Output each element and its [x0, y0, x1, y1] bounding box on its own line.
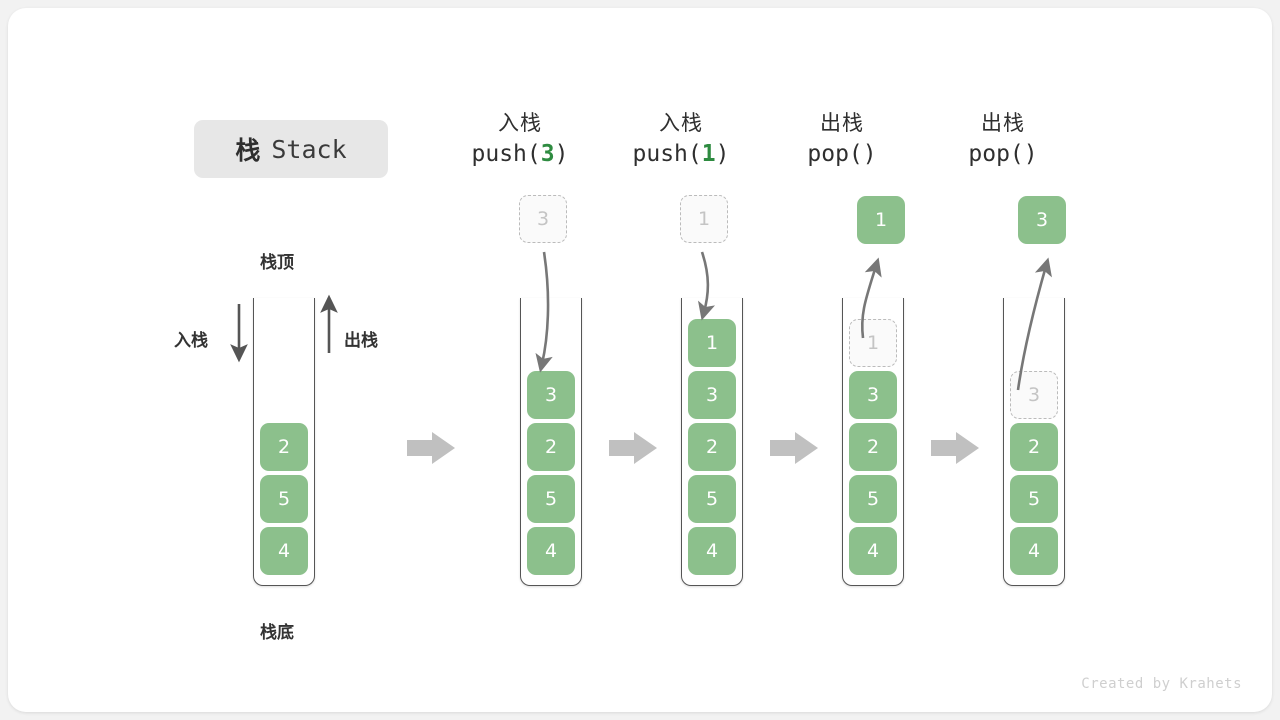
stack-cell: 4	[260, 527, 308, 575]
popped-slot: 3	[1010, 371, 1058, 419]
stack-title-en: Stack	[271, 134, 347, 164]
stack-cell: 5	[688, 475, 736, 523]
flow-arrow-3	[770, 432, 818, 464]
stack-cell: 5	[527, 475, 575, 523]
stack-title-chip: 栈 Stack	[194, 120, 388, 178]
stack-cell: 1	[688, 319, 736, 367]
stack-cell: 4	[527, 527, 575, 575]
op-header-push-3: 入栈 push(3)	[445, 108, 595, 170]
op-code-suffix: )	[862, 141, 877, 167]
stack-cell: 2	[1010, 423, 1058, 471]
stack-after-push-1: 1 3 2 5 4	[681, 298, 743, 586]
stack-after-push-3: 3 2 5 4	[520, 298, 582, 586]
op-code-arg: 1	[701, 141, 716, 167]
stack-after-pop-3: 3 2 5 4	[1003, 298, 1065, 586]
op-code-prefix: pop(	[807, 141, 863, 167]
stack-top-label: 栈顶	[260, 253, 294, 273]
stack-initial: 2 5 4	[253, 298, 315, 586]
diagram-card: 栈 Stack 栈顶 栈底 入栈 出栈 入栈 push(3) 入栈 push(1…	[8, 8, 1272, 712]
stack-cell: 5	[260, 475, 308, 523]
op-label-cn: 出栈	[981, 111, 1025, 135]
stack-cell: 4	[688, 527, 736, 575]
stack-cell: 4	[1010, 527, 1058, 575]
op-code-prefix: push(	[632, 141, 702, 167]
push-direction-label: 入栈	[174, 331, 208, 351]
stack-cell: 2	[527, 423, 575, 471]
op-code-prefix: pop(	[968, 141, 1024, 167]
popped-result-3: 3	[1018, 196, 1066, 244]
op-label-cn: 入栈	[498, 111, 542, 135]
flow-arrow-1	[407, 432, 455, 464]
popped-result-1: 1	[857, 196, 905, 244]
stack-cell: 2	[849, 423, 897, 471]
stack-cell: 3	[688, 371, 736, 419]
op-label-code: push(1)	[606, 138, 756, 170]
op-label-cn: 出栈	[820, 111, 864, 135]
op-code-suffix: )	[1023, 141, 1038, 167]
pending-push-value-3: 3	[519, 195, 567, 243]
op-header-push-1: 入栈 push(1)	[606, 108, 756, 170]
op-label-code: push(3)	[445, 138, 595, 170]
op-code-arg: 3	[540, 141, 555, 167]
stack-title-cn: 栈	[235, 136, 262, 165]
credit-text: Created by Krahets	[1081, 676, 1242, 692]
stack-cell: 3	[527, 371, 575, 419]
stack-cell: 5	[1010, 475, 1058, 523]
popped-slot: 1	[849, 319, 897, 367]
stack-cell: 5	[849, 475, 897, 523]
op-label-cn: 入栈	[659, 111, 703, 135]
op-code-suffix: )	[715, 141, 730, 167]
op-label-code: pop()	[928, 138, 1078, 170]
stack-cell: 2	[260, 423, 308, 471]
op-header-pop-3: 出栈 pop()	[928, 108, 1078, 170]
op-code-prefix: push(	[471, 141, 541, 167]
stack-cell: 3	[849, 371, 897, 419]
pending-push-value-1: 1	[680, 195, 728, 243]
flow-arrow-4	[931, 432, 979, 464]
pop-direction-label: 出栈	[344, 331, 378, 351]
stack-cell: 4	[849, 527, 897, 575]
op-label-code: pop()	[767, 138, 917, 170]
op-header-pop-1: 出栈 pop()	[767, 108, 917, 170]
op-code-suffix: )	[554, 141, 569, 167]
stack-after-pop-1: 1 3 2 5 4	[842, 298, 904, 586]
stack-cell: 2	[688, 423, 736, 471]
flow-arrow-2	[609, 432, 657, 464]
stack-bottom-label: 栈底	[260, 623, 294, 643]
